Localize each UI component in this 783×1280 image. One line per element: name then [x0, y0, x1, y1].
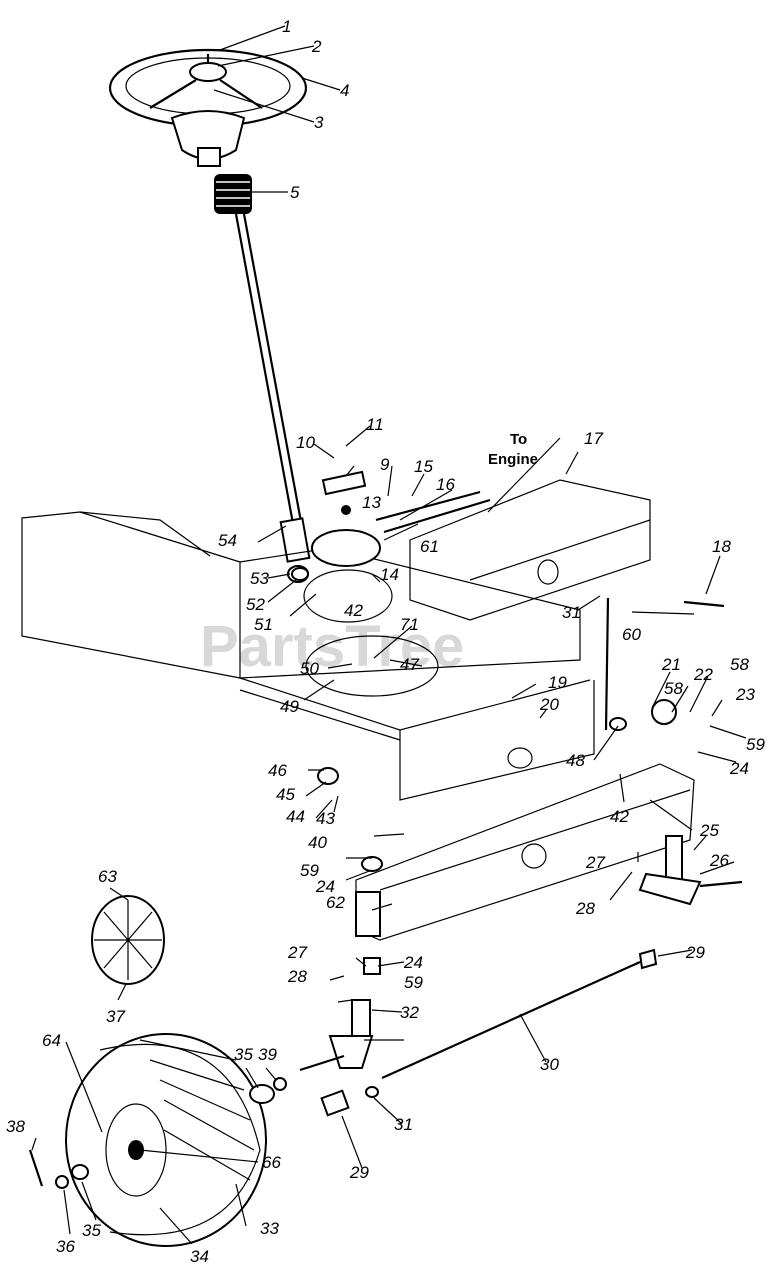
callout-31-a: 31	[562, 603, 581, 622]
callout-27-b: 27	[287, 943, 307, 962]
callout-43: 43	[316, 809, 335, 828]
callout-13: 13	[362, 493, 381, 512]
callout-9: 9	[380, 455, 390, 474]
callout-37: 37	[106, 1007, 125, 1026]
callout-71: 71	[400, 615, 419, 634]
callout-25: 25	[699, 821, 719, 840]
callout-53: 53	[250, 569, 269, 588]
callout-42-b: 42	[610, 807, 629, 826]
callout-46: 46	[268, 761, 287, 780]
callout-59-d: 59	[404, 973, 423, 992]
gear-drawing	[311, 470, 491, 567]
callout-44: 44	[286, 807, 305, 826]
callout-47: 47	[400, 655, 419, 674]
callout-34: 34	[190, 1247, 209, 1266]
callout-3: 3	[314, 113, 324, 132]
wheel-drawing	[65, 1033, 267, 1247]
callout-38: 38	[6, 1117, 25, 1136]
callout-35-a: 35	[234, 1045, 253, 1064]
callout-64: 64	[42, 1031, 61, 1050]
callout-22: 22	[693, 665, 713, 684]
callout-5: 5	[290, 183, 300, 202]
callout-59-a: 59	[746, 735, 765, 754]
callout-35-b: 35	[82, 1221, 101, 1240]
callout-66: 66	[262, 1153, 281, 1172]
callout-2: 2	[311, 37, 322, 56]
callout-51: 51	[254, 615, 273, 634]
engine-label-line1: To	[510, 431, 527, 448]
callout-29-a: 29	[685, 943, 705, 962]
steering-shaft-drawing	[234, 213, 311, 583]
callout-14: 14	[380, 565, 399, 584]
callout-27-a: 27	[585, 853, 605, 872]
callout-45: 45	[276, 785, 295, 804]
callout-36: 36	[56, 1237, 75, 1256]
callout-15: 15	[414, 457, 433, 476]
callout-61: 61	[420, 537, 439, 556]
callout-63: 63	[98, 867, 117, 886]
frame-drawing	[21, 479, 695, 941]
callout-30: 30	[540, 1055, 559, 1074]
callout-48: 48	[566, 751, 585, 770]
hubcap-drawing	[91, 895, 165, 985]
callout-28-a: 28	[575, 899, 595, 918]
callout-24-b: 24	[315, 877, 335, 896]
callout-23: 23	[735, 685, 755, 704]
callout-17: 17	[584, 429, 603, 448]
callout-52: 52	[246, 595, 265, 614]
callout-24-a: 24	[729, 759, 749, 778]
coupler-drawing	[214, 174, 252, 214]
callout-18: 18	[712, 537, 731, 556]
callout-59-c: 59	[300, 861, 319, 880]
callout-10: 10	[296, 433, 315, 452]
callout-11: 11	[366, 415, 384, 434]
callout-29-b: 29	[349, 1163, 369, 1182]
callout-39: 39	[258, 1045, 277, 1064]
tie-rod-drawing	[365, 948, 658, 1098]
spindle-drawing	[299, 835, 743, 1117]
callout-58-a: 58	[730, 655, 749, 674]
callout-1: 1	[282, 17, 291, 36]
leader-lines	[31, 25, 747, 1245]
callout-24-c: 24	[403, 953, 423, 972]
callout-33: 33	[260, 1219, 279, 1238]
callout-42-a: 42	[344, 601, 363, 620]
steering-wheel-drawing	[108, 48, 308, 167]
callout-28-b: 28	[287, 967, 307, 986]
callout-4: 4	[340, 81, 349, 100]
callout-26: 26	[709, 851, 729, 870]
callout-54: 54	[218, 531, 237, 550]
callout-labels: 1 2 3 4 5 9 10 11 13 14 15 16 17 18 19 2…	[6, 17, 765, 1266]
callout-21: 21	[661, 655, 681, 674]
callout-19: 19	[548, 673, 567, 692]
callout-58-b: 58	[664, 679, 683, 698]
callout-60: 60	[622, 625, 641, 644]
callout-20: 20	[539, 695, 559, 714]
callout-32: 32	[400, 1003, 419, 1022]
callout-31-b: 31	[394, 1115, 413, 1134]
callout-16: 16	[436, 475, 455, 494]
callout-62: 62	[326, 893, 345, 912]
callout-50: 50	[300, 659, 319, 678]
engine-label-line2: Engine	[488, 451, 538, 468]
callout-49: 49	[280, 697, 299, 716]
callout-40: 40	[308, 833, 327, 852]
